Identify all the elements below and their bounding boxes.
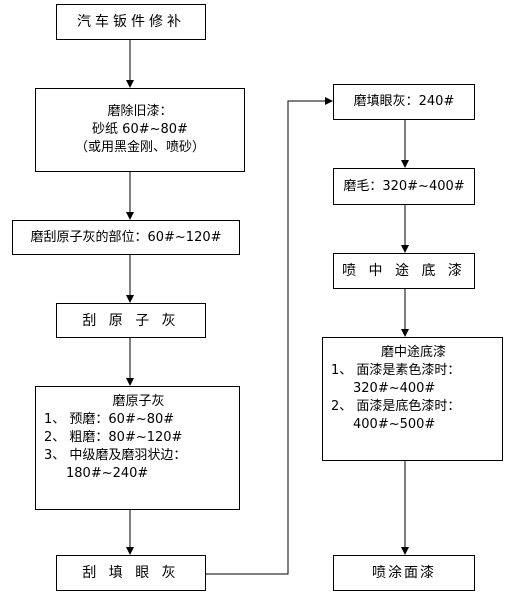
node-label: 磨刮原子灰的部位：60#~120# (30, 229, 222, 245)
node-title: 磨中途底漆 (380, 345, 446, 360)
node-scuff-sand: 磨毛：320#~400# (333, 168, 475, 205)
node-label: 喷 中 途 底 漆 (342, 263, 466, 279)
node-label: 磨填眼灰：240# (353, 94, 455, 109)
node-label: 汽车钣件修补 (77, 14, 185, 30)
node-spray-primer-surfacer: 喷 中 途 底 漆 (333, 253, 475, 289)
node-remove-old-paint: 磨除旧漆： 砂纸 60#~80# （或用黑金刚、喷砂） (35, 88, 245, 172)
node-item: 3、 中级磨及磨羽状边： (44, 448, 187, 463)
node-item: 1、 预磨：60#~80# (44, 412, 175, 427)
node-label: 刮 填 眼 灰 (82, 565, 180, 581)
node-item: 320#~400# (353, 381, 436, 396)
node-sand-primer-surfacer: 磨中途底漆 1、 面漆是素色漆时： 320#~400# 2、 面漆是底色漆时： … (322, 337, 503, 461)
node-vehicle-panel-repair: 汽车钣件修补 (56, 4, 206, 40)
node-apply-putty: 刮 原 子 灰 (56, 303, 206, 338)
node-apply-pinhole-filler: 刮 填 眼 灰 (56, 555, 206, 591)
node-item: 2、 粗磨：80#~120# (44, 430, 183, 445)
node-label: 喷涂面漆 (372, 565, 436, 581)
node-item: 180#~240# (66, 466, 149, 481)
node-line: （或用黑金刚、喷砂） (74, 140, 205, 155)
node-item: 2、 面漆是底色漆时： (331, 399, 461, 414)
node-title: 磨原子灰 (112, 394, 165, 409)
node-sand-putty: 磨原子灰 1、 预磨：60#~80# 2、 粗磨：80#~120# 3、 中级磨… (35, 386, 240, 510)
arrow-n6-n7 (206, 97, 333, 575)
node-item: 1、 面漆是素色漆时： (331, 363, 461, 378)
node-line: 磨除旧漆： (107, 104, 173, 119)
node-sand-pinhole-filler: 磨填眼灰：240# (333, 84, 475, 120)
node-spray-topcoat: 喷涂面漆 (333, 555, 475, 591)
node-label: 磨毛：320#~400# (343, 178, 465, 194)
node-sand-putty-area: 磨刮原子灰的部位：60#~120# (12, 220, 240, 255)
node-label: 刮 原 子 灰 (82, 312, 180, 329)
node-line: 砂纸 60#~80# (92, 122, 188, 137)
node-item: 400#~500# (353, 417, 436, 432)
